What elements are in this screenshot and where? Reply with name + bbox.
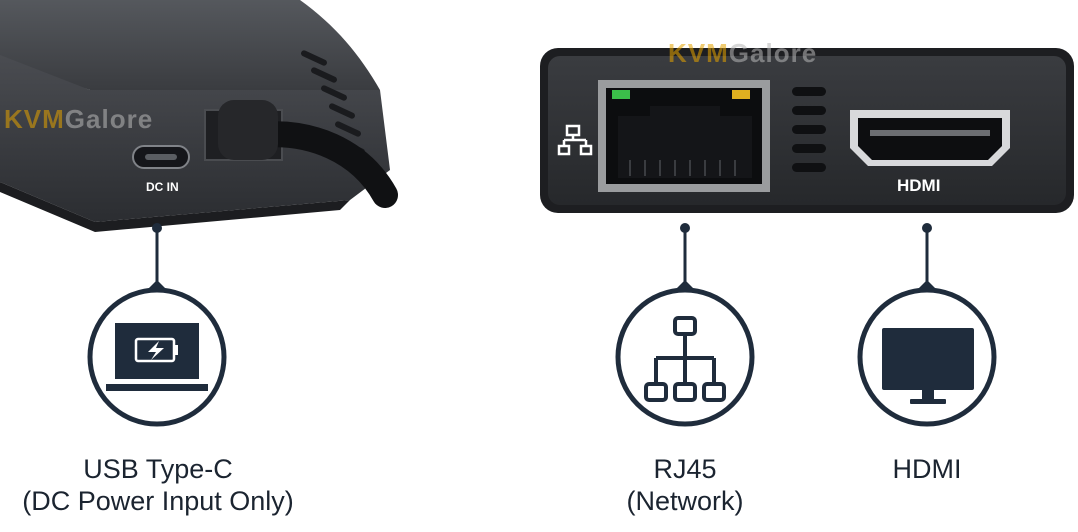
device-network-icon <box>557 124 593 156</box>
caption-line1: RJ45 <box>653 454 717 484</box>
watermark-right: KVMGalore <box>668 38 818 68</box>
watermark-left: KVMGalore <box>4 104 154 134</box>
hdmi-port-label: HDMI <box>897 176 941 195</box>
caption-line2: (DC Power Input Only) <box>22 486 294 516</box>
battery-charging-icon <box>87 280 227 427</box>
caption-line2: (Network) <box>626 486 744 516</box>
caption-rj45: RJ45 (Network) <box>585 453 785 517</box>
network-icon <box>615 280 755 427</box>
caption-usb-type-c: USB Type-C (DC Power Input Only) <box>0 453 316 517</box>
caption-line1: USB Type-C <box>83 454 233 484</box>
dc-in-port-label: DC IN <box>146 180 179 194</box>
caption-line1: HDMI <box>892 454 962 484</box>
monitor-icon <box>857 280 997 427</box>
caption-hdmi: HDMI <box>847 453 1007 485</box>
